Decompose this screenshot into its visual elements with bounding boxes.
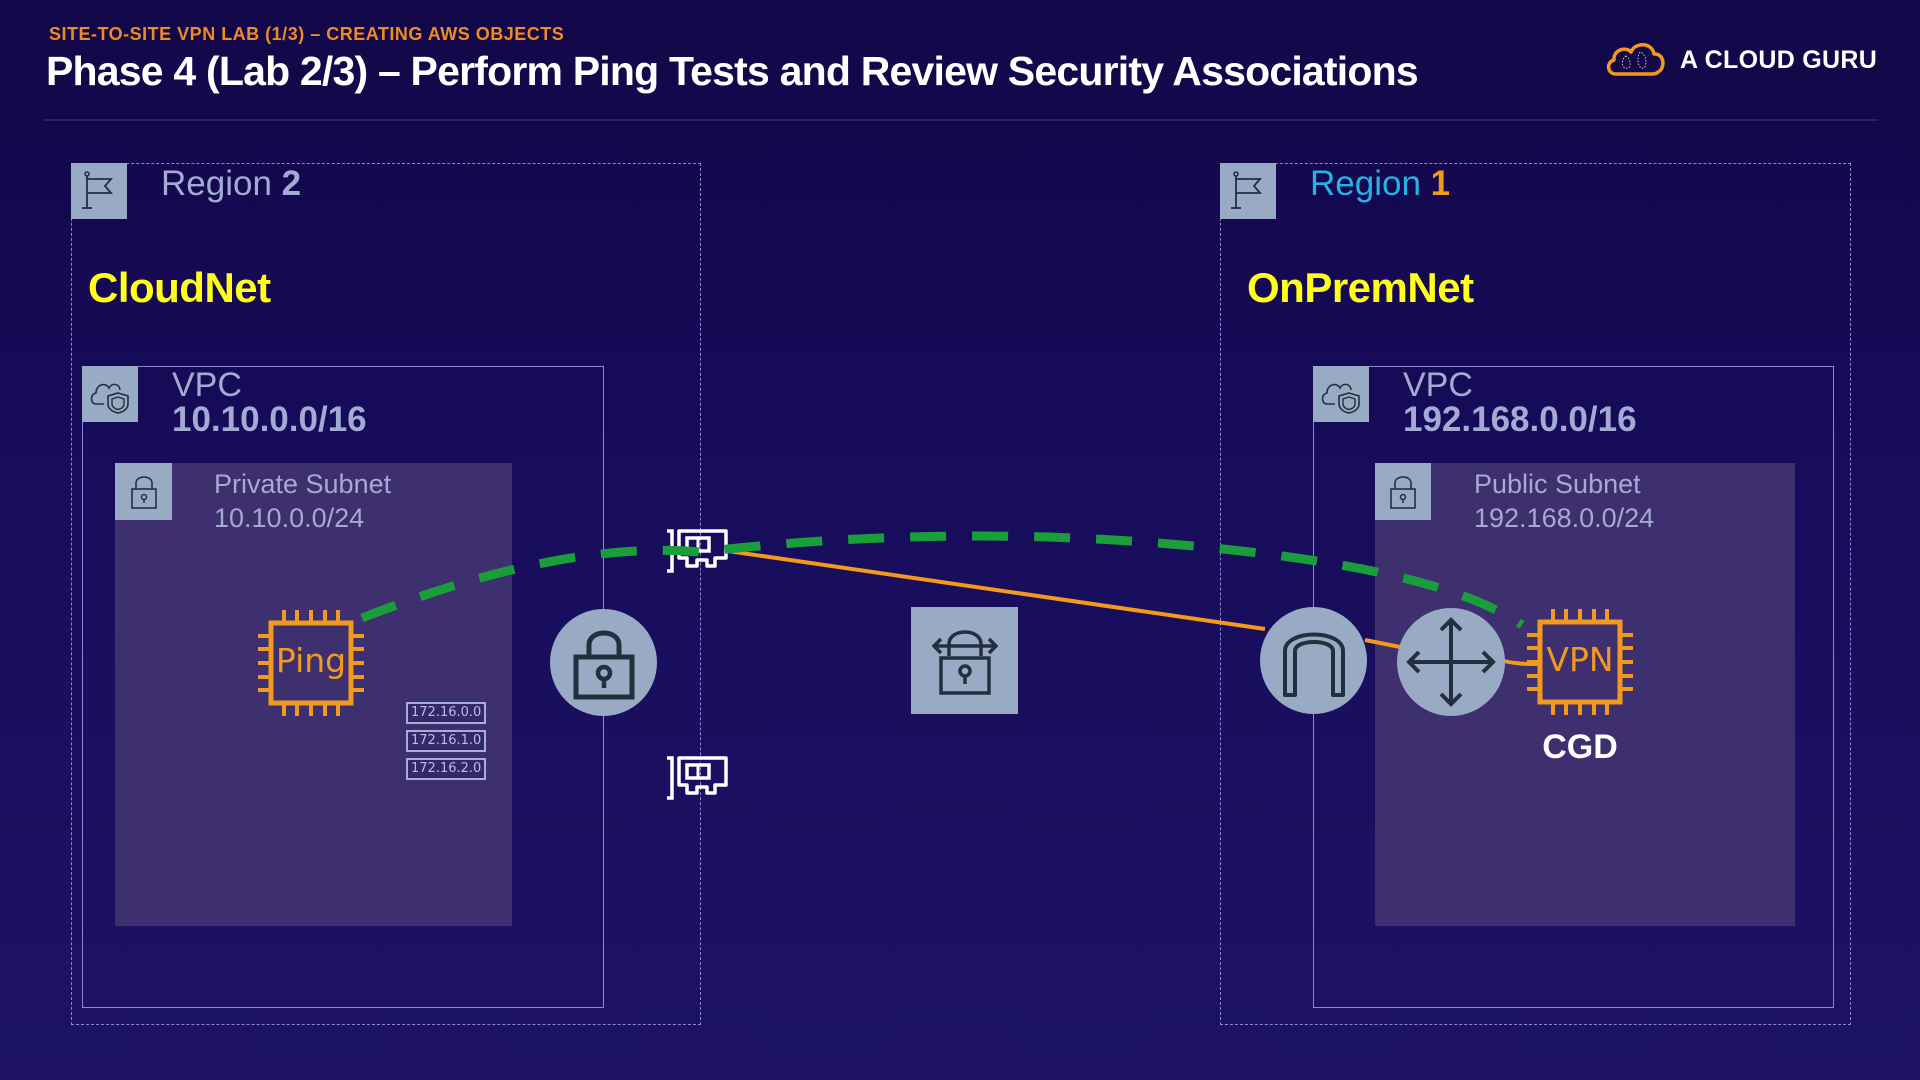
route-entry: 172.16.2.0 xyxy=(406,758,487,780)
cloudnet-title: CloudNet xyxy=(88,264,271,311)
vpn-cgd-instance[interactable]: VPN xyxy=(1525,607,1635,717)
public-subnet-icon-box xyxy=(1375,463,1431,520)
network-interface-icon xyxy=(667,529,728,573)
cloudnet-vpc-label: VPC 10.10.0.0/16 xyxy=(172,368,367,437)
network-interface-icon xyxy=(667,756,728,800)
virtual-private-gateway[interactable] xyxy=(550,609,657,716)
brand-name: A CLOUD GURU xyxy=(1680,45,1878,74)
brand-logo: A CLOUD GURU xyxy=(1604,38,1877,82)
route-entry: 172.16.0.0 xyxy=(406,702,487,724)
header-divider xyxy=(44,119,1878,121)
onpremnet-vpc-icon-box xyxy=(1313,366,1369,422)
route-entry: 172.16.1.0 xyxy=(406,730,487,752)
region-2-flag-box xyxy=(71,163,127,219)
ec2-instance-chip-icon xyxy=(258,610,364,716)
lock-icon xyxy=(130,475,157,509)
lock-icon xyxy=(1390,475,1416,509)
virtual-private-gateway-lock-icon xyxy=(573,630,634,699)
route-table: 172.16.0.0 172.16.1.0 172.16.2.0 xyxy=(406,702,487,780)
region-1-label: Region 1 xyxy=(1310,164,1450,204)
ec2-instance-chip-icon xyxy=(1527,609,1633,715)
region-word: Region xyxy=(1310,164,1421,203)
vpn-connection[interactable] xyxy=(911,607,1018,714)
vpn-connection-icon xyxy=(931,629,998,695)
flag-icon xyxy=(1231,171,1262,209)
ping-label: Ping xyxy=(275,641,347,680)
network-interface-bottom[interactable] xyxy=(665,755,729,801)
private-subnet-icon-box xyxy=(115,463,172,520)
subnet-title: Private Subnet xyxy=(214,469,392,499)
vpc-title: VPC xyxy=(1403,366,1473,404)
private-subnet-label: Private Subnet 10.10.0.0/24 xyxy=(214,467,391,535)
public-subnet-label: Public Subnet 192.168.0.0/24 xyxy=(1474,467,1654,535)
page-title: Phase 4 (Lab 2/3) – Perform Ping Tests a… xyxy=(46,48,1419,94)
cloudnet-vpc-icon-box xyxy=(82,366,138,422)
vpn-label: VPN xyxy=(1546,640,1614,679)
vpc-cloud-shield-icon xyxy=(90,383,129,414)
region-2-label: Region 2 xyxy=(161,164,301,204)
network-interface-top[interactable] xyxy=(665,528,729,574)
subnet-cidr: 10.10.0.0/24 xyxy=(214,503,365,533)
onpremnet-vpc-label: VPC 192.168.0.0/16 xyxy=(1403,368,1637,437)
region-1-flag-box xyxy=(1220,163,1276,219)
cloud-logo-icon xyxy=(1604,38,1668,83)
region-word: Region xyxy=(161,164,272,203)
internet-gateway[interactable] xyxy=(1260,607,1367,714)
lab-kicker: SITE-TO-SITE VPN LAB (1/3) – CREATING AW… xyxy=(49,24,565,44)
cgd-caption: CGD xyxy=(1542,728,1618,766)
region-number: 2 xyxy=(281,164,302,203)
ping-instance[interactable]: Ping xyxy=(256,608,366,718)
internet-gateway-icon xyxy=(1282,632,1345,697)
vpc-cloud-shield-icon xyxy=(1321,383,1360,414)
router-arrows-icon xyxy=(1406,617,1496,707)
vpc-cidr: 192.168.0.0/16 xyxy=(1403,400,1637,439)
router[interactable] xyxy=(1397,608,1505,716)
onpremnet-title: OnPremNet xyxy=(1247,264,1474,311)
region-number: 1 xyxy=(1430,164,1451,203)
flag-icon xyxy=(82,171,113,209)
vpc-cidr: 10.10.0.0/16 xyxy=(172,400,367,439)
subnet-title: Public Subnet xyxy=(1474,469,1641,499)
subnet-cidr: 192.168.0.0/24 xyxy=(1474,503,1655,533)
vpc-title: VPC xyxy=(172,366,242,404)
